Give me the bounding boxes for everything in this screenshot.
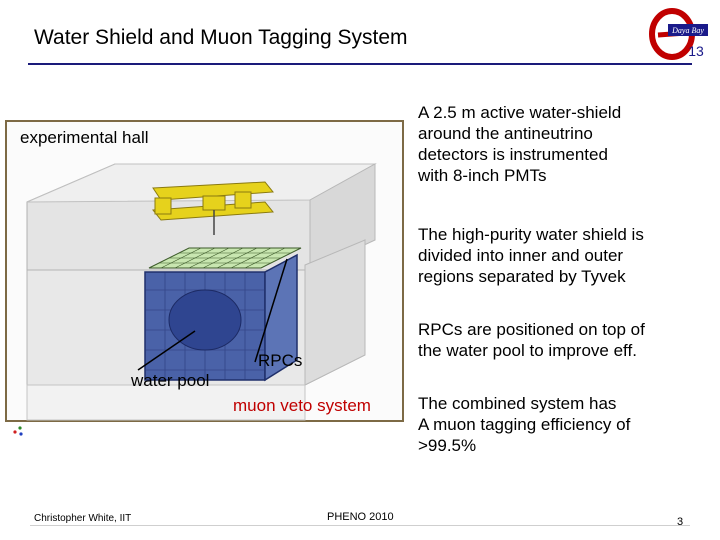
pool-pointer-line xyxy=(137,330,196,371)
title-divider xyxy=(28,63,692,65)
rpc-grid xyxy=(148,247,302,269)
label-rpcs: RPCs xyxy=(258,351,303,370)
footer-divider xyxy=(30,525,690,526)
label-muon-veto-system: muon veto system xyxy=(233,396,371,415)
bullet-4: The combined system has A muon tagging e… xyxy=(418,394,631,455)
bullet-1: A 2.5 m active water-shield around the a… xyxy=(418,103,622,185)
daya-bay-logo: Daya Bay 13 xyxy=(649,8,708,60)
footer-conference: PHENO 2010 xyxy=(327,511,394,523)
rpc-pointer-line xyxy=(254,258,288,363)
logo-number: 13 xyxy=(688,43,704,59)
muon-veto-figure xyxy=(5,120,404,436)
slide-title: Water Shield and Muon Tagging System xyxy=(34,26,408,49)
label-experimental-hall: experimental hall xyxy=(20,128,149,147)
bullet-3: RPCs are positioned on top of the water … xyxy=(418,320,645,360)
crane xyxy=(152,181,274,235)
page-number: 3 xyxy=(677,516,684,528)
label-water-pool: water pool xyxy=(131,371,210,390)
bullet-2: The high-purity water shield is divided … xyxy=(418,225,644,286)
logo-text: Daya Bay xyxy=(671,26,704,35)
water-pool xyxy=(144,253,298,382)
footer-author: Christopher White, IIT xyxy=(34,513,132,524)
axis-marker xyxy=(13,426,23,436)
